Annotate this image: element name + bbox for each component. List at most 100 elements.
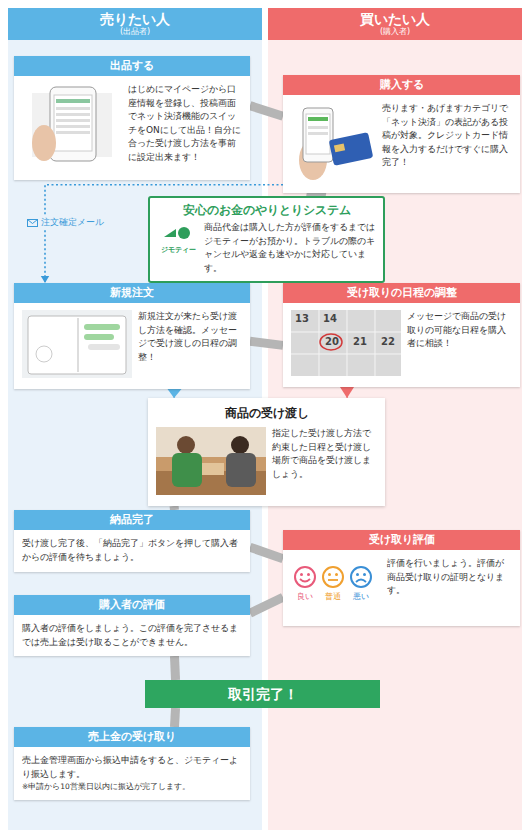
step-text: 購入者の評価をしましょう。この評価を完了させるまでは売上金は受け取ることができま… xyxy=(22,622,242,649)
photo-image xyxy=(156,427,266,499)
connector xyxy=(250,341,283,345)
step-box: 購入する売ります・あげますカテゴリで「ネット決済」の表記がある投稿が対象。クレジ… xyxy=(283,75,520,193)
column-header: 売りたい人(出品者) xyxy=(8,8,262,40)
column-header: 買いたい人(購入者) xyxy=(268,8,522,40)
step-body: ジモティー商品代金は購入した方が評価をするまではジモティーがお預かり。トラブルの… xyxy=(150,218,383,281)
complete-band: 取引完了！ xyxy=(145,680,380,708)
buyer-column xyxy=(268,40,522,830)
step-title: 受け取り評価 xyxy=(283,530,520,550)
edge-label-text: 注文確定メール xyxy=(41,217,104,229)
step-description: 評価を行いましょう。評価が商品受け取りの証明となります。 xyxy=(387,557,512,598)
calendar-date: 22 xyxy=(381,337,395,347)
tablet-image xyxy=(22,310,132,382)
calendar-image: 1314202122 xyxy=(291,310,401,380)
step-box: 納品完了受け渡し完了後、「納品完了」ボタンを押して購入者からの評価を待ちましょう… xyxy=(14,510,250,572)
rating-option: 良い xyxy=(291,565,319,602)
step-title: 受け取りの日程の調整 xyxy=(283,283,520,303)
step-box: 新規注文新規注文が来たら受け渡し方法を確認。メッセージで受け渡しの日程の調整！ xyxy=(14,283,250,389)
face-icon xyxy=(293,565,317,589)
step-description: 商品代金は購入した方が評価をするまではジモティーがお預かり。トラブルの際のキャン… xyxy=(204,221,375,275)
arrow-head xyxy=(41,276,49,283)
logo-image: ジモティー xyxy=(158,221,198,257)
connector-line xyxy=(250,597,283,613)
step-note: ※申請から10営業日以内に振込が完了します。 xyxy=(22,781,242,792)
column-subtitle: (出品者) xyxy=(8,27,262,37)
connector xyxy=(174,656,175,680)
jmty-logo xyxy=(158,221,198,245)
step-box: 商品の受け渡し指定した受け渡し方法で約束した日程と受け渡し場所で商品を受け渡しま… xyxy=(148,398,385,506)
step-body: 1314202122メッセージで商品の受け取りの可能な日程を購入者に相談！ xyxy=(283,303,520,387)
connector xyxy=(167,389,181,398)
step-description: 新規注文が来たら受け渡し方法を確認。メッセージで受け渡しの日程の調整！ xyxy=(138,310,242,364)
step-description: はじめにマイページから口座情報を登録し、投稿画面でネット決済機能のスイッチをON… xyxy=(128,83,242,164)
connector-line xyxy=(174,656,175,680)
step-description: 売ります・あげますカテゴリで「ネット決済」の表記がある投稿が対象。クレジットカー… xyxy=(382,102,512,170)
step-box: 受け取り評価良い普通悪い評価を行いましょう。評価が商品受け取りの証明となります。 xyxy=(283,530,520,626)
step-box: 受け取りの日程の調整1314202122メッセージで商品の受け取りの可能な日程を… xyxy=(283,283,520,387)
connector-line xyxy=(250,341,283,345)
connector-line xyxy=(250,106,283,117)
step-description: 受け渡し完了後、「納品完了」ボタンを押して購入者からの評価を待ちましょう。 xyxy=(22,537,242,564)
step-title: 売上金の受け取り xyxy=(14,727,250,747)
rating-option: 悪い xyxy=(347,565,375,602)
step-title: 安心のお金のやりとりシステム xyxy=(150,198,383,218)
step-text: 指定した受け渡し方法で約束した日程と受け渡し場所で商品を受け渡しましょう。 xyxy=(272,427,377,481)
connector-arrow xyxy=(167,389,181,398)
step-body: 売上金管理画面から振込申請をすると、ジモティーより振込します。※申請から10営業… xyxy=(14,747,250,799)
connector xyxy=(174,708,175,727)
faces-image: 良い普通悪い xyxy=(291,557,381,603)
step-text: 新規注文が来たら受け渡し方法を確認。メッセージで受け渡しの日程の調整！ xyxy=(138,310,242,364)
step-box: 購入者の評価購入者の評価をしましょう。この評価を完了させるまでは売上金は受け取る… xyxy=(14,595,250,656)
step-text: 評価を行いましょう。評価が商品受け取りの証明となります。 xyxy=(387,557,512,598)
connector xyxy=(250,106,283,117)
rating-label: 普通 xyxy=(319,592,347,602)
column-subtitle: (購入者) xyxy=(268,27,522,37)
phone-card-illustration xyxy=(291,102,376,182)
rating-label: 良い xyxy=(291,592,319,602)
connector-line xyxy=(174,708,175,727)
phone-illustration xyxy=(22,83,122,163)
logo-text: ジモティー xyxy=(158,245,198,255)
connector-arrow xyxy=(340,387,354,398)
edge-label: 注文確定メール xyxy=(25,216,106,230)
step-body: 売ります・あげますカテゴリで「ネット決済」の表記がある投稿が対象。クレジットカー… xyxy=(283,95,520,193)
step-text: 商品代金は購入した方が評価をするまではジモティーがお預かり。トラブルの際のキャン… xyxy=(204,221,375,275)
step-box: 出品するはじめにマイページから口座情報を登録し、投稿画面でネット決済機能のスイッ… xyxy=(14,56,250,180)
step-body: 購入者の評価をしましょう。この評価を完了させるまでは売上金は受け取ることができま… xyxy=(14,615,250,656)
step-body: 受け渡し完了後、「納品完了」ボタンを押して購入者からの評価を待ちましょう。 xyxy=(14,530,250,571)
step-title: 新規注文 xyxy=(14,283,250,303)
step-title: 出品する xyxy=(14,56,250,76)
step-description: 売上金管理画面から振込申請をすると、ジモティーより振込します。 xyxy=(22,754,242,781)
connector-line xyxy=(250,547,283,559)
step-title: 商品の受け渡し xyxy=(148,398,385,420)
complete-text: 取引完了！ xyxy=(145,680,380,708)
column-title: 買いたい人 xyxy=(268,11,522,27)
step-description: 指定した受け渡し方法で約束した日程と受け渡し場所で商品を受け渡しましょう。 xyxy=(272,427,377,481)
connector xyxy=(250,547,283,559)
step-title: 納品完了 xyxy=(14,510,250,530)
system-box: 安心のお金のやりとりシステムジモティー商品代金は購入した方が評価をするまではジモ… xyxy=(148,196,385,283)
calendar-date: 20 xyxy=(325,337,339,347)
step-description: 購入者の評価をしましょう。この評価を完了させるまでは売上金は受け取ることができま… xyxy=(22,622,242,649)
tablet-illustration xyxy=(22,310,132,378)
step-text: 受け渡し完了後、「納品完了」ボタンを押して購入者からの評価を待ちましょう。 xyxy=(22,537,242,564)
rating-label: 悪い xyxy=(347,592,375,602)
step-body: はじめにマイページから口座情報を登録し、投稿画面でネット決済機能のスイッチをON… xyxy=(14,76,250,174)
step-body: 指定した受け渡し方法で約束した日程と受け渡し場所で商品を受け渡しましょう。 xyxy=(148,420,385,506)
step-body: 良い普通悪い評価を行いましょう。評価が商品受け取りの証明となります。 xyxy=(283,550,520,610)
step-description: メッセージで商品の受け取りの可能な日程を購入者に相談！ xyxy=(407,310,512,351)
face-icon xyxy=(349,565,373,589)
handover-photo xyxy=(156,427,266,495)
column-title: 売りたい人 xyxy=(8,11,262,27)
step-text: 売ります・あげますカテゴリで「ネット決済」の表記がある投稿が対象。クレジットカー… xyxy=(382,102,512,170)
calendar-date: 14 xyxy=(323,314,337,324)
step-text: はじめにマイページから口座情報を登録し、投稿画面でネット決済機能のスイッチをON… xyxy=(128,83,242,164)
step-title: 購入する xyxy=(283,75,520,95)
step-box: 売上金の受け取り売上金管理画面から振込申請をすると、ジモティーより振込します。※… xyxy=(14,727,250,800)
mail-icon xyxy=(27,219,38,227)
step-body: 新規注文が来たら受け渡し方法を確認。メッセージで受け渡しの日程の調整！ xyxy=(14,303,250,389)
step-text: メッセージで商品の受け取りの可能な日程を購入者に相談！ xyxy=(407,310,512,351)
step-text: 売上金管理画面から振込申請をすると、ジモティーより振込します。※申請から10営業… xyxy=(22,754,242,792)
calendar-date: 21 xyxy=(353,337,367,347)
card-image xyxy=(291,102,376,186)
